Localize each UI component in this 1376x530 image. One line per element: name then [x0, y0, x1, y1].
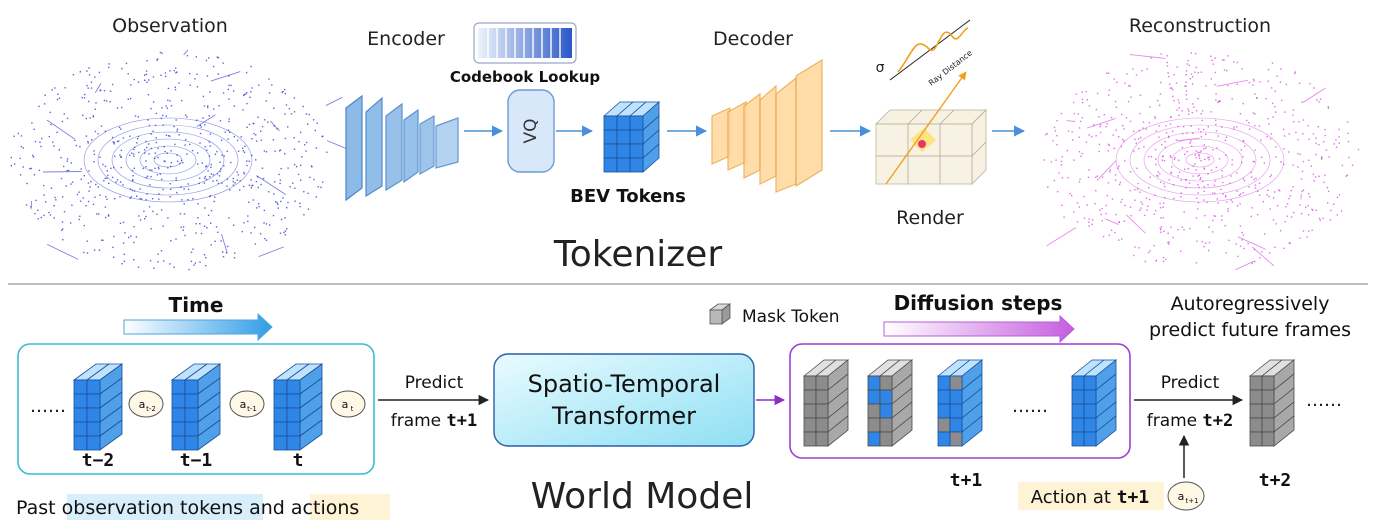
diffusion-cube-0: [802, 359, 850, 447]
actions-highlight: [310, 494, 390, 520]
past-actions: a t-2 a t-1 a t: [128, 390, 366, 418]
frame-label-t-2: t−2: [82, 450, 115, 471]
diffusion-frames-box: [789, 343, 1131, 459]
diffusion-label: Diffusion steps: [894, 291, 1063, 315]
frame-label-t: t: [293, 450, 304, 471]
footer-observation: observation tokens: [62, 497, 243, 519]
diffusion-cube-3: [1070, 359, 1118, 447]
diffusion-token-cubes: [802, 359, 1118, 447]
bev-token-cube: [602, 101, 661, 173]
encoder-label: Encoder: [367, 28, 445, 50]
past-frames-box: [17, 343, 375, 475]
observation-label: Observation: [112, 15, 228, 37]
predict-frame-index: t+2: [1203, 411, 1234, 431]
predict-frame-label-2: frame t+2: [1147, 411, 1234, 431]
future-frame-label: t+2: [1259, 470, 1292, 491]
action-node-main: a: [139, 398, 146, 411]
diffusion-cube-1: [866, 359, 914, 447]
action-node-sub: t-2: [146, 405, 156, 413]
future-cube-shape: [1248, 359, 1296, 447]
time-arrow: [123, 312, 273, 342]
observation-point-cloud: [10, 49, 350, 271]
action-node-t: a t: [330, 390, 366, 418]
past-cube-1: [170, 363, 222, 451]
transformer-box: [493, 353, 755, 447]
past-cube-2: [272, 363, 324, 451]
action-node-main: a: [240, 398, 247, 411]
reconstruction-label: Reconstruction: [1129, 15, 1271, 37]
render-voxel-grid: [874, 71, 988, 186]
predict-frame-index: t+1: [447, 411, 478, 431]
bev-cube-shape: [602, 101, 661, 173]
action-node-sub: t: [351, 405, 354, 413]
mask-token-icon: [708, 303, 732, 325]
transformer-label-line1: Spatio-Temporal: [528, 370, 721, 398]
ray-distance-plot: [889, 19, 971, 81]
diffusion-cube-2: [936, 359, 984, 447]
diffusion-frame-label: t+1: [950, 470, 983, 491]
action-node-sub: t+1: [1185, 497, 1198, 505]
world-model-title: World Model: [531, 476, 754, 517]
ray-distance-label: Ray Distance: [927, 48, 974, 87]
action-node-t+1: a t+1: [1167, 481, 1205, 511]
action-at-index: t+1: [1117, 487, 1150, 508]
diffusion-ellipsis: ……: [1012, 396, 1048, 417]
action-at-label: Action at t+1: [1031, 487, 1149, 508]
past-cube-0: [72, 363, 124, 451]
sigma-label: σ: [876, 60, 885, 76]
action-node-t-2: a t-2: [128, 390, 164, 418]
footer-caption: Past observation tokens and actions: [16, 497, 359, 519]
frame-label-t-1: t−1: [180, 450, 213, 471]
autoregressive-line2: predict future frames: [1149, 319, 1351, 341]
encoder-block: [345, 94, 459, 202]
future-ellipsis: ……: [1306, 390, 1342, 411]
diffusion-arrow: [883, 314, 1075, 344]
future-token-cube: [1248, 359, 1296, 447]
action-node-main: a: [1178, 490, 1185, 503]
mask-token-label: Mask Token: [742, 307, 840, 327]
tokenizer-title: Tokenizer: [553, 234, 722, 275]
predict-frame-prefix: frame: [391, 411, 447, 431]
action-highlight: [1018, 482, 1164, 510]
autoregressive-line1: Autoregressively: [1171, 293, 1330, 315]
predict-label-1: Predict: [405, 373, 464, 393]
predict-frame-label-1: frame t+1: [391, 411, 478, 431]
action-node-t-1: a t-1: [229, 390, 265, 418]
action-node-main: a: [342, 398, 349, 411]
footer-prefix: Past: [16, 497, 62, 519]
past-token-cubes: [72, 363, 324, 451]
footer-actions: actions: [291, 497, 359, 519]
codebook-label: Codebook Lookup: [450, 68, 601, 86]
transformer-label-line2: Transformer: [551, 402, 696, 430]
bev-tokens-label: BEV Tokens: [570, 186, 686, 207]
action-node-sub: t-1: [247, 405, 257, 413]
predict-frame-prefix: frame: [1147, 411, 1203, 431]
codebook-icon: [473, 22, 577, 64]
decoder-block: [711, 58, 823, 193]
time-label: Time: [169, 293, 224, 317]
predict-label-2: Predict: [1161, 373, 1220, 393]
decoder-label: Decoder: [713, 28, 793, 50]
vq-label: VQ: [521, 118, 541, 143]
action-at-prefix: Action at: [1031, 487, 1117, 508]
observation-highlight: [67, 494, 263, 520]
footer-middle: and: [243, 497, 291, 519]
past-ellipsis: ……: [30, 396, 66, 417]
reconstruction-point-cloud: [1043, 52, 1360, 271]
vq-box: [507, 89, 555, 173]
render-label: Render: [896, 207, 964, 229]
